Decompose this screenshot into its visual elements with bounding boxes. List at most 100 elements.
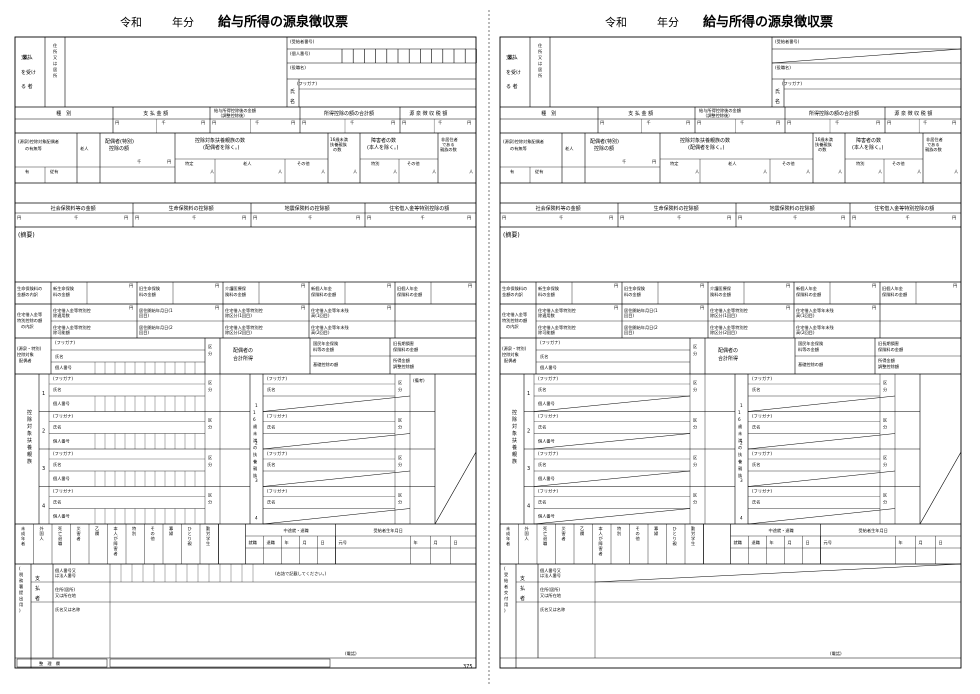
yen-mark: 円 bbox=[135, 215, 139, 221]
row1-header-2-b: （調整控除後） bbox=[703, 112, 732, 119]
attr-col-4: 乙 bbox=[95, 525, 99, 531]
yen-mark: 円 bbox=[468, 283, 472, 289]
under16-label: 養 bbox=[253, 458, 258, 465]
spouse-label-3: 配偶者 bbox=[504, 357, 517, 364]
yen-mark: 円 bbox=[727, 215, 731, 221]
address-label: は bbox=[538, 61, 542, 67]
thousand-mark: 千 bbox=[438, 119, 442, 126]
u16-furigana: (フリガナ) bbox=[267, 450, 287, 457]
yen-mark: 円 bbox=[301, 283, 305, 289]
attr-col-3: 害 bbox=[562, 530, 566, 537]
dependents-label: 象 bbox=[512, 430, 517, 437]
attr-col-2: 死 bbox=[543, 526, 547, 532]
nenkin-2: 料等の金額 bbox=[313, 346, 335, 353]
dep-name: 氏名 bbox=[53, 386, 61, 393]
phone-label: (電話) bbox=[345, 650, 357, 657]
under16-label: 扶 bbox=[738, 451, 743, 458]
dep-name: 氏名 bbox=[53, 424, 61, 431]
kiso-label: 基礎控除の額 bbox=[313, 361, 339, 368]
row2-spouse-deduction-2: 控除の額 bbox=[109, 145, 129, 152]
birth-col-0: 元号 bbox=[339, 540, 347, 546]
row1-header-0: 種 別 bbox=[56, 110, 71, 117]
kyuchoki-1: 旧長期損害 bbox=[393, 340, 414, 347]
hire-col-0: 就職 bbox=[249, 539, 258, 546]
spouse-income-2: 合計所得 bbox=[233, 355, 253, 362]
yen-mark: 円 bbox=[387, 305, 391, 311]
attr-col-4: 乙 bbox=[580, 525, 584, 531]
row3-header-1: 生命保険料の控除額 bbox=[654, 205, 699, 212]
yen-mark: 円 bbox=[686, 120, 690, 126]
dependent-num: 2 bbox=[42, 428, 45, 434]
attr-col-0: 成 bbox=[21, 530, 25, 537]
dependents-label: 控 bbox=[512, 409, 517, 416]
side-label: 税 bbox=[19, 571, 24, 578]
yen-mark: 円 bbox=[776, 120, 780, 126]
side-label: ) bbox=[19, 608, 21, 613]
yen-mark: 円 bbox=[502, 215, 506, 221]
yen-mark: 円 bbox=[953, 283, 957, 289]
era-label-right: 令和 bbox=[605, 15, 627, 29]
u16-name: 氏名 bbox=[267, 499, 275, 506]
thousand-mark: 千 bbox=[793, 214, 797, 221]
life-ins-item-2-b: 険料の金額 bbox=[710, 291, 732, 298]
hire-col-1: 退職 bbox=[752, 539, 761, 546]
row2-sub-has: 有 bbox=[25, 168, 29, 175]
u16-kubun: 区 bbox=[883, 493, 887, 498]
person-mark: 人 bbox=[838, 169, 843, 174]
dep-kubun: 区 bbox=[693, 418, 697, 423]
row1-header-3: 所得控除の額の合計額 bbox=[809, 110, 859, 117]
job-title-label: (役職名) bbox=[775, 64, 791, 71]
u16-num: 3 bbox=[255, 478, 258, 483]
housing-item-0: 住宅借入金等特別控 bbox=[53, 307, 92, 314]
housing-item-5: 居住開始年月日(2 bbox=[139, 324, 173, 331]
attr-col-4: 欄 bbox=[95, 530, 99, 537]
attr-col-7: 他 bbox=[151, 535, 156, 542]
thousand-mark: 千 bbox=[923, 119, 927, 126]
dep-furigana: (フリガナ) bbox=[53, 488, 73, 495]
thousand-mark: 千 bbox=[559, 214, 563, 221]
u16-kubun: 区 bbox=[398, 455, 402, 460]
yen-mark: 円 bbox=[215, 305, 219, 311]
life-ins-item-3: 新個人年金 bbox=[311, 285, 333, 292]
grid-line bbox=[533, 508, 691, 525]
attr-col-9: 親 bbox=[673, 540, 678, 547]
u16-num: 2 bbox=[740, 440, 743, 445]
row2-spouse-2: の有無等 bbox=[25, 145, 42, 152]
attr-col-6: 特 bbox=[617, 525, 621, 531]
grid-line bbox=[262, 470, 411, 487]
housing-item-1: 居住開始年月日(1 bbox=[139, 307, 173, 314]
u16-furigana: (フリガナ) bbox=[267, 375, 287, 382]
yen-mark: 円 bbox=[738, 215, 742, 221]
attr-col-8: 婦 bbox=[169, 530, 173, 537]
dependents-label: 族 bbox=[512, 458, 517, 465]
yen-mark: 円 bbox=[167, 159, 171, 165]
era-label: 令和 bbox=[120, 15, 142, 29]
side-label: 給 bbox=[504, 577, 509, 584]
attr-col-5: 害 bbox=[599, 545, 603, 552]
row2-sub-elder: 老人 bbox=[243, 160, 252, 166]
yen-mark: 円 bbox=[652, 159, 656, 165]
life-ins-item-4-b: 保険料の金額 bbox=[397, 291, 423, 298]
payer-row-1: 住所(居所) bbox=[540, 586, 560, 593]
spouse-label-1: (源泉・特別) bbox=[502, 345, 527, 352]
spouse-label-3: 配偶者 bbox=[19, 357, 32, 364]
yen-mark: 円 bbox=[301, 305, 305, 311]
u16-num: 1 bbox=[740, 403, 743, 408]
dep-name: 氏名 bbox=[538, 424, 546, 431]
u16-num: 4 bbox=[255, 515, 258, 520]
row2-elder: 老人 bbox=[565, 145, 574, 151]
under16-label: の bbox=[738, 445, 742, 450]
side-label: ) bbox=[504, 608, 506, 613]
attr-col-8: 婦 bbox=[654, 530, 658, 537]
side-label: 交 bbox=[504, 589, 508, 596]
attr-col-5: 本 bbox=[114, 525, 119, 532]
grid-line bbox=[747, 433, 896, 450]
life-ins-item-2: 介護医療保 bbox=[225, 285, 247, 292]
kubun-1: 区 bbox=[208, 344, 212, 349]
attr-col-3: 者 bbox=[562, 536, 566, 542]
row2-dependents-2: (配偶者を除く。) bbox=[688, 144, 724, 151]
yen-mark: 円 bbox=[786, 305, 790, 311]
nenkin-1: 国民年金保険 bbox=[798, 340, 824, 347]
